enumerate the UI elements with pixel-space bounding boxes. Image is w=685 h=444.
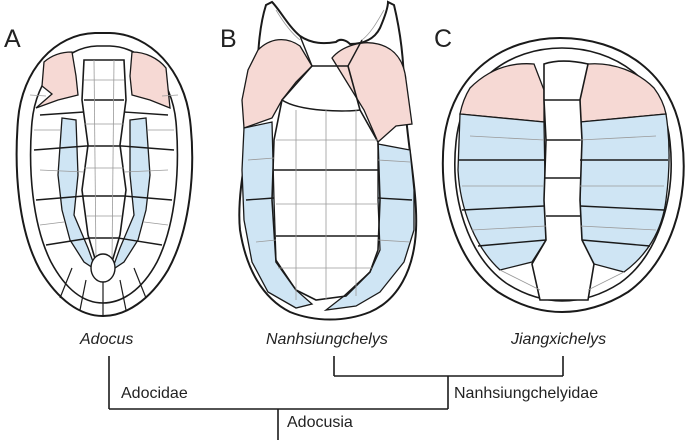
panel-label-a: A (4, 25, 21, 53)
taxon-label-adocus: Adocus (80, 331, 134, 348)
blue-region-right (323, 143, 415, 311)
pink-region-right (331, 42, 413, 144)
blue-region-right (110, 117, 151, 272)
pygal-notch (90, 253, 116, 283)
clade-label-nanhsiungchelyidae: Nanhsiungchelyidae (454, 385, 599, 402)
clade-label-adocidae: Adocidae (121, 385, 188, 402)
pink-region-left (459, 63, 545, 123)
bone-sutures (29, 59, 179, 263)
bone-sutures (462, 135, 664, 291)
pink-region-right (129, 51, 171, 110)
clade-label-adocusia: Adocusia (287, 414, 353, 431)
cladogram-tree (108, 356, 564, 440)
pink-region-right (579, 63, 667, 123)
taxon-label-jiangxichelys: Jiangxichelys (511, 331, 607, 348)
blue-region-left (457, 113, 547, 271)
pink-region-left (35, 51, 79, 109)
panel-label-b: B (220, 25, 237, 53)
blue-region-right (579, 113, 670, 273)
taxon-label-nanhsiungchelys: Nanhsiungchelys (266, 331, 388, 348)
carapace-nanhsiungchelys (238, 0, 418, 321)
carapace-jiangxichelys (441, 36, 685, 314)
carapace-adocus (15, 32, 194, 318)
panel-label-c: C (434, 25, 453, 53)
scute-sutures (33, 99, 175, 246)
scute-sutures (458, 99, 668, 247)
vertebral-column (271, 65, 381, 301)
vertebral-column (531, 60, 595, 301)
blue-region-left (241, 121, 314, 309)
bone-sutures (247, 110, 411, 300)
